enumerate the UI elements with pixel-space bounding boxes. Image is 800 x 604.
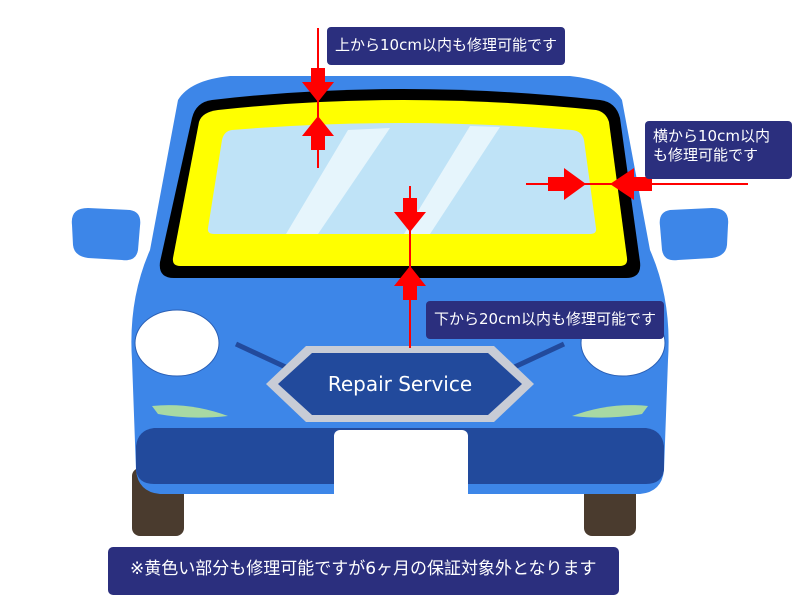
warranty-note-text: ※黄色い部分も修理可能ですが6ヶ月の保証対象外となります	[130, 559, 597, 579]
side-limit-text-line2: も修理可能です	[653, 146, 759, 164]
left-headlight	[134, 309, 220, 377]
arrow-icon	[548, 168, 586, 200]
arrow-icon	[394, 198, 426, 232]
badge-text: Repair Service	[328, 372, 472, 396]
right-mirror	[659, 208, 729, 261]
left-fog-light	[152, 405, 228, 418]
warranty-note: ※黄色い部分も修理可能ですが6ヶ月の保証対象外となります	[108, 547, 619, 595]
side-limit-text-line1: 横から10cm以内	[653, 127, 770, 145]
license-plate	[334, 430, 468, 500]
repair-service-badge-inner	[278, 353, 522, 415]
arrow-icon	[610, 168, 652, 200]
bottom-limit-text: 下から20cm以内も修理可能です	[434, 310, 656, 328]
grille-line-right	[506, 341, 566, 373]
grille-line-left	[234, 341, 294, 373]
glass-highlight	[286, 128, 390, 234]
arrow-icon	[302, 116, 334, 150]
bottom-limit-label: 下から20cm以内も修理可能です	[426, 301, 664, 339]
right-fog-light	[572, 405, 648, 418]
side-limit-label: 横から10cm以内 も修理可能です	[645, 121, 792, 179]
glass-highlight	[404, 126, 500, 234]
top-limit-label: 上から10cm以内も修理可能です	[327, 27, 565, 65]
left-mirror	[71, 208, 141, 261]
top-limit-text: 上から10cm以内も修理可能です	[335, 36, 557, 54]
arrow-icon	[394, 266, 426, 300]
arrow-icon	[302, 68, 334, 102]
